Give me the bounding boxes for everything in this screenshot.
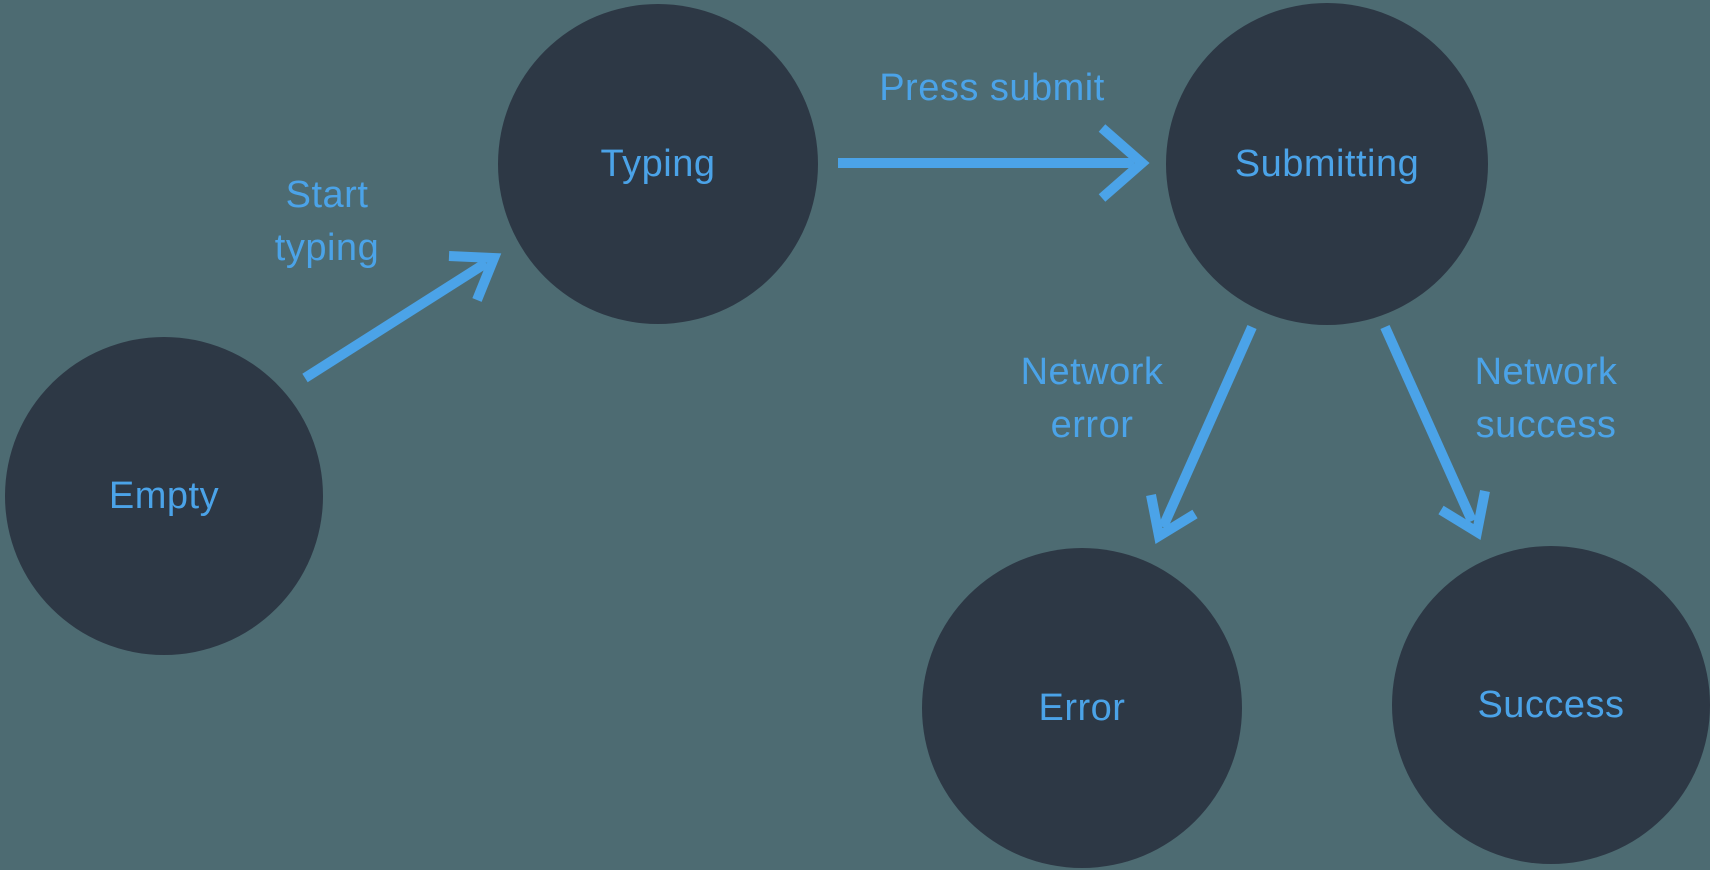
edge-label-network-error-line-2: error <box>1050 404 1134 446</box>
state-node-error: Error <box>922 548 1242 868</box>
state-node-success: Success <box>1392 546 1710 864</box>
edge-label-network-success-line-2: success <box>1475 404 1617 446</box>
edge-arrow-network-error <box>1146 324 1257 545</box>
edge-arrow-start-typing <box>302 251 502 383</box>
state-node-error-label: Error <box>1038 686 1126 729</box>
state-node-submitting: Submitting <box>1166 3 1488 325</box>
edge-label-network-error-line-1: Network <box>1020 351 1164 393</box>
edge-arrow-press-submit <box>838 124 1150 202</box>
state-node-empty-label: Empty <box>108 474 220 517</box>
edge-label-press-submit: Press submit <box>822 62 1162 115</box>
state-node-submitting-label: Submitting <box>1234 142 1420 185</box>
edge-label-network-success-line-1: Network <box>1474 351 1618 393</box>
edge-arrow-network-success <box>1380 324 1490 541</box>
state-node-empty: Empty <box>5 337 323 655</box>
state-node-typing-label: Typing <box>600 142 716 185</box>
edge-label-network-success: Network success <box>1406 346 1686 452</box>
edge-label-start-typing-line-2: typing <box>274 227 380 269</box>
edge-label-network-error: Network error <box>952 346 1232 452</box>
edge-label-press-submit-line-1: Press submit <box>879 67 1105 109</box>
edge-label-start-typing-line-1: Start <box>285 174 369 216</box>
state-node-typing: Typing <box>498 4 818 324</box>
state-node-success-label: Success <box>1477 683 1625 726</box>
edge-label-start-typing: Start typing <box>217 169 437 275</box>
